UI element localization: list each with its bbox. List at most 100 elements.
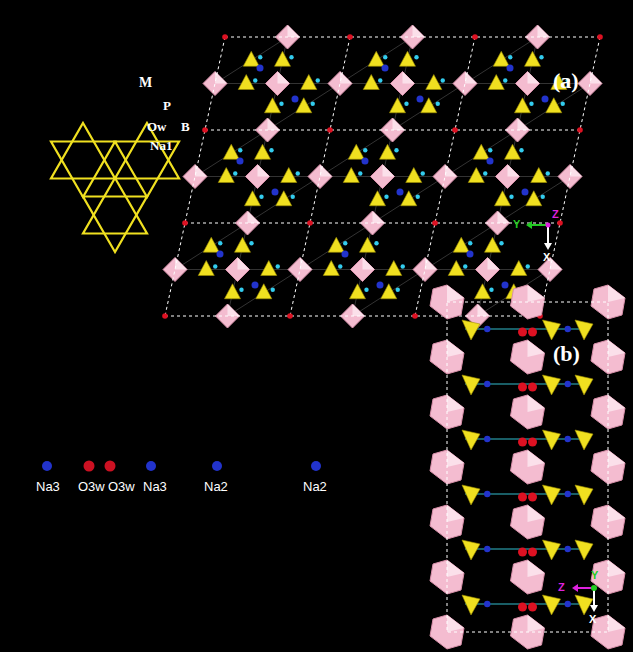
p-tetrahedron bbox=[245, 191, 261, 206]
na1-atom bbox=[292, 96, 299, 103]
o3w-atom bbox=[518, 548, 527, 557]
kagome-triangle bbox=[51, 142, 115, 198]
octahedron-face bbox=[608, 450, 625, 467]
octahedron-face bbox=[528, 560, 545, 577]
octahedron-face bbox=[447, 285, 464, 302]
na1-atom bbox=[342, 251, 349, 258]
octahedron-face bbox=[447, 395, 464, 412]
b-atom bbox=[416, 195, 420, 199]
axis-label: X bbox=[589, 614, 596, 625]
m-octahedron bbox=[266, 72, 290, 96]
m-octahedron bbox=[351, 258, 375, 282]
p-tetrahedron bbox=[255, 144, 271, 159]
b-atom bbox=[316, 78, 320, 82]
p-tetrahedron bbox=[505, 144, 521, 159]
octahedron-face bbox=[528, 285, 545, 302]
na1-atom bbox=[237, 158, 244, 165]
b-atom bbox=[358, 171, 362, 175]
p-tetrahedron bbox=[360, 237, 376, 252]
b-atom bbox=[378, 78, 382, 82]
octahedron-face bbox=[608, 560, 625, 577]
m-octahedron bbox=[371, 165, 395, 189]
p-tetrahedron bbox=[368, 51, 384, 66]
p-tetrahedron bbox=[225, 284, 241, 299]
m-octahedron bbox=[246, 165, 270, 189]
m-octahedron bbox=[183, 165, 207, 189]
atom-label: Na1 bbox=[150, 139, 172, 152]
cell-edge bbox=[447, 302, 608, 632]
b-atom bbox=[396, 288, 400, 292]
ow-atom bbox=[202, 127, 208, 133]
octahedron-face bbox=[175, 258, 187, 270]
m-octahedron bbox=[558, 165, 582, 189]
p-tetrahedron bbox=[493, 51, 509, 66]
p-tetrahedron bbox=[543, 375, 561, 395]
octahedron-face bbox=[447, 340, 464, 357]
na3-atom bbox=[146, 461, 156, 471]
b-atom bbox=[343, 241, 347, 245]
octahedron-face bbox=[528, 72, 540, 84]
b-atom bbox=[233, 171, 237, 175]
octahedron-face bbox=[383, 165, 395, 177]
m-octahedron bbox=[453, 72, 477, 96]
na-atom bbox=[565, 601, 571, 607]
p-tetrahedron bbox=[475, 284, 491, 299]
b-atom bbox=[468, 241, 472, 245]
ow-atom bbox=[557, 220, 563, 226]
b-atom bbox=[258, 55, 262, 59]
kagome-triangle bbox=[83, 197, 147, 253]
b-atom bbox=[253, 78, 257, 82]
p-tetrahedron bbox=[448, 261, 464, 276]
cell-edge bbox=[165, 316, 540, 317]
p-tetrahedron bbox=[386, 261, 402, 276]
o3w-atom bbox=[528, 603, 537, 612]
cell-edge bbox=[225, 37, 600, 38]
m-octahedron bbox=[496, 165, 520, 189]
octahedron-face bbox=[608, 395, 625, 412]
na-atom bbox=[565, 326, 571, 332]
na-atom bbox=[484, 381, 490, 387]
octahedron-face bbox=[268, 118, 280, 130]
octahedron-face bbox=[550, 258, 562, 270]
panel-label: (b) bbox=[553, 343, 580, 365]
m-octahedron bbox=[511, 505, 545, 539]
m-octahedron bbox=[511, 340, 545, 374]
octahedron-face bbox=[248, 211, 260, 223]
p-tetrahedron bbox=[390, 98, 406, 113]
b-atom bbox=[259, 195, 263, 199]
b-atom bbox=[546, 171, 550, 175]
b-atom bbox=[279, 102, 283, 106]
na1-atom bbox=[252, 282, 259, 289]
m-octahedron bbox=[328, 72, 352, 96]
ow-atom bbox=[597, 34, 603, 40]
atom-label: O3w bbox=[78, 480, 105, 493]
octahedron-face bbox=[608, 340, 625, 357]
b-atom bbox=[526, 264, 530, 268]
m-octahedron bbox=[288, 258, 312, 282]
octahedron-face bbox=[258, 165, 270, 177]
p-tetrahedron bbox=[453, 237, 469, 252]
o3w-atom bbox=[528, 493, 537, 502]
o3w-atom bbox=[528, 438, 537, 447]
ow-atom bbox=[327, 127, 333, 133]
b-atom bbox=[384, 195, 388, 199]
b-atom bbox=[529, 102, 533, 106]
p-tetrahedron bbox=[348, 144, 364, 159]
b-atom bbox=[539, 55, 543, 59]
b-atom bbox=[238, 148, 242, 152]
p-tetrahedron bbox=[511, 261, 527, 276]
b-atom bbox=[338, 264, 342, 268]
na1-atom bbox=[362, 158, 369, 165]
o3w-atom bbox=[528, 328, 537, 337]
o3w-atom bbox=[518, 438, 527, 447]
m-octahedron bbox=[430, 615, 464, 649]
m-octahedron bbox=[203, 72, 227, 96]
panel-label: (a) bbox=[553, 70, 579, 92]
o3w-atom bbox=[528, 548, 537, 557]
p-tetrahedron bbox=[400, 51, 416, 66]
octahedron-face bbox=[353, 304, 365, 316]
b-atom bbox=[374, 241, 378, 245]
b-atom bbox=[364, 288, 368, 292]
p-tetrahedron bbox=[575, 430, 593, 450]
